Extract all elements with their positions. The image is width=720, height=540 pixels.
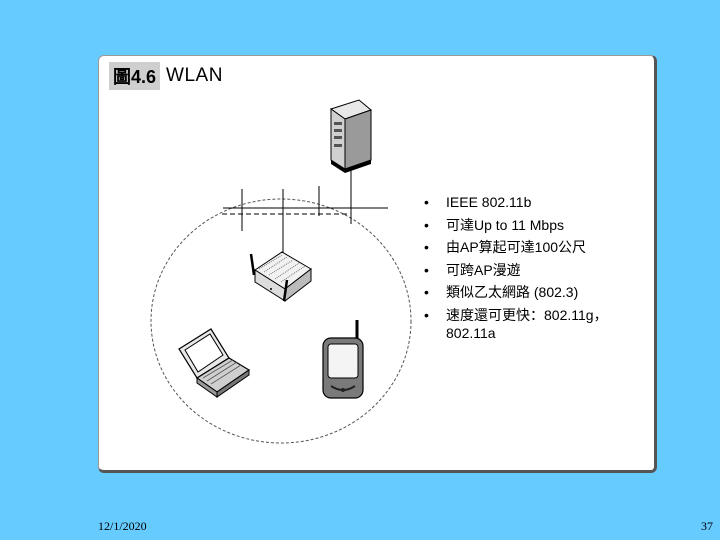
figure-number: 圖4.6 <box>109 62 161 90</box>
page-number: 37 <box>701 519 713 533</box>
wlan-figure: 圖4.6 WLAN <box>98 55 657 473</box>
wired-backbone <box>222 169 388 254</box>
bullet-item: 速度還可更快：802.11g，802.11a <box>421 306 646 342</box>
bullet-item: 可跨AP漫遊 <box>421 259 646 282</box>
figure-title: WLAN <box>166 65 223 86</box>
bullet-item: 可達Up to 11 Mbps <box>421 214 646 237</box>
pda-icon <box>322 320 364 399</box>
bullet-item: 由AP算起可達100公尺 <box>421 236 646 259</box>
bullet-item: IEEE 802.11b <box>421 191 646 214</box>
wlan-diagram <box>150 99 412 444</box>
coverage-area <box>150 198 412 444</box>
figure-caption: 圖4.6 WLAN <box>109 62 223 90</box>
bullet-list: IEEE 802.11b 可達Up to 11 Mbps 由AP算起可達100公… <box>421 191 646 342</box>
footer-date: 12/1/2020 <box>98 519 147 533</box>
bullet-item: 類似乙太網路 (802.3) <box>421 281 646 304</box>
access-point-icon <box>249 251 312 303</box>
server-icon <box>329 99 373 173</box>
laptop-icon <box>178 328 251 398</box>
